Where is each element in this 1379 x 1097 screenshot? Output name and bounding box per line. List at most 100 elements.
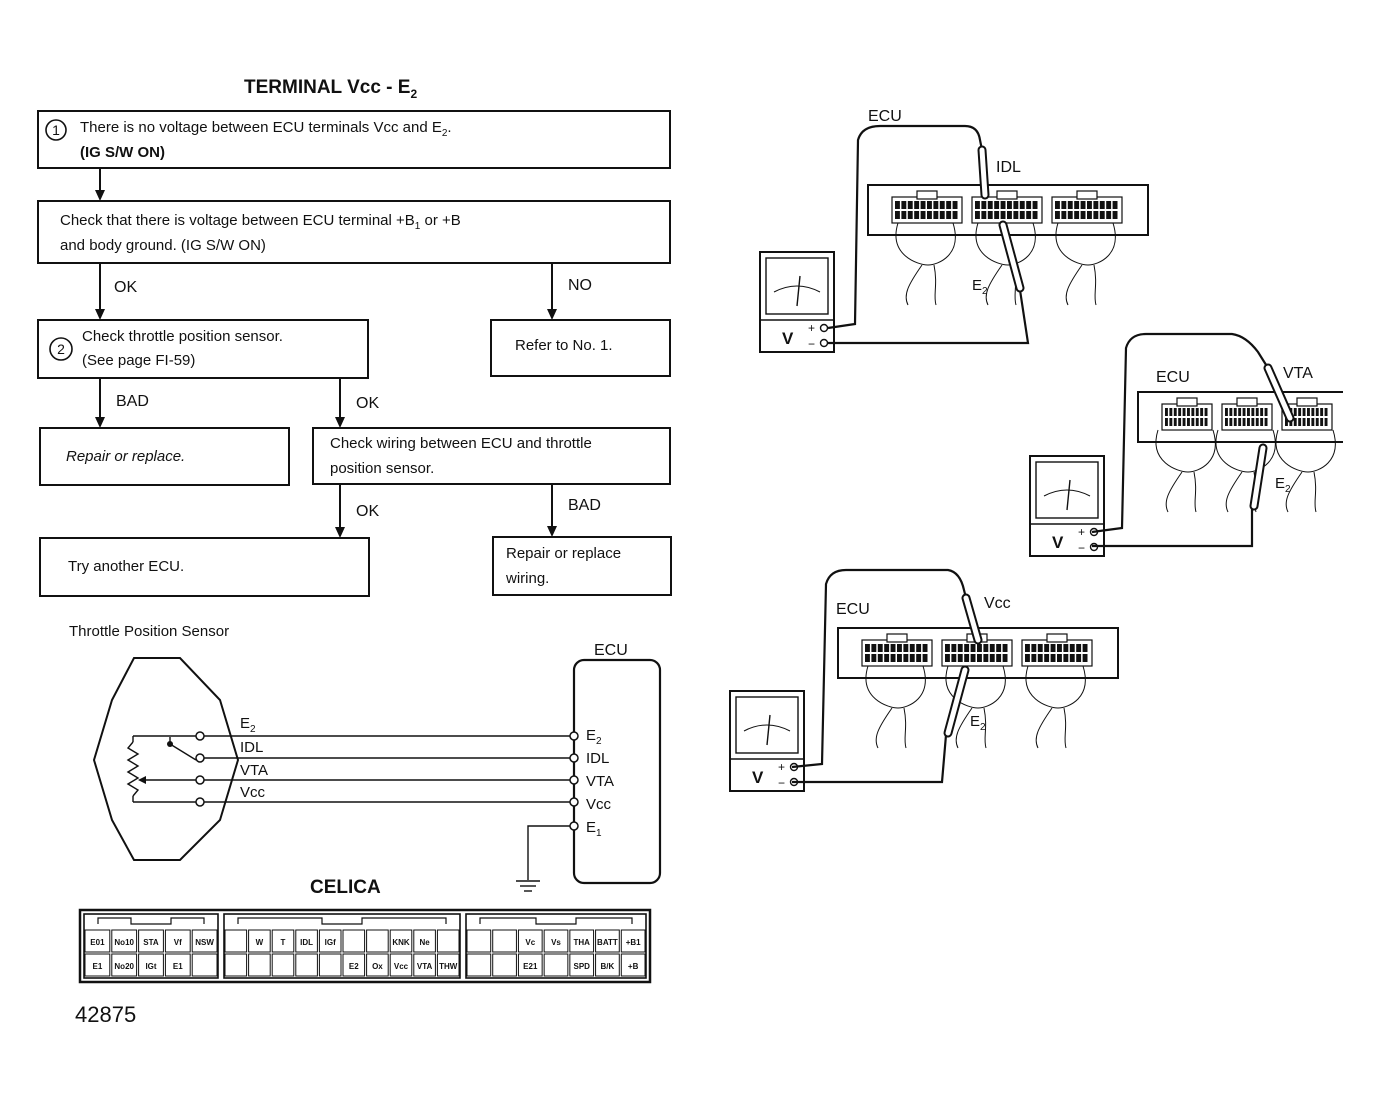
test-probe [1263, 363, 1295, 423]
bad-label-2: BAD [568, 497, 601, 514]
check-wiring-text: Check wiring between ECU and throttle [330, 435, 592, 452]
ecu-connector-illustration [837, 627, 1119, 749]
pin-label: E1 [173, 962, 183, 971]
pin-label: Vc [525, 938, 535, 947]
ok-label-2: OK [356, 395, 379, 412]
arrow-down [95, 190, 105, 201]
pin-label: IGf [325, 938, 336, 947]
probe-label-idl: IDL [996, 159, 1021, 176]
pin-label: E1 [93, 962, 103, 971]
step1-number: 1 [52, 122, 60, 138]
wire-label-vta: VTA [240, 762, 268, 779]
meter-plus: + [778, 760, 785, 774]
pin-label: No10 [114, 938, 134, 947]
meter-minus: − [808, 337, 815, 351]
step2-number: 2 [57, 341, 65, 357]
pin-label: IGt [145, 962, 156, 971]
repair-text: Repair or replace. [66, 448, 185, 465]
meter-plus: + [808, 321, 815, 335]
repair-wiring-box [492, 536, 672, 596]
ecu-label-1: ECU [868, 108, 902, 125]
pin-label: No20 [114, 962, 134, 971]
step1-text: There is no voltage between ECU terminal… [80, 119, 452, 139]
probe-label-vta: VTA [1283, 365, 1313, 382]
pin-label: E21 [523, 962, 538, 971]
throttle-sensor-schematic: Throttle Position Sensor E2 IDL VTA Vcc … [69, 623, 662, 892]
ecu-connector-illustration [1137, 391, 1359, 513]
step1-number-circle [45, 119, 67, 141]
test-probe [1249, 443, 1268, 511]
pin-label: B/K [601, 962, 615, 971]
no-label: NO [568, 277, 592, 294]
test-probe [977, 145, 990, 200]
voltmeter-icon: V + − [729, 690, 805, 792]
test-lead [1091, 332, 1269, 534]
repair-box [39, 427, 290, 486]
ecu-terminal-vta: VTA [586, 773, 614, 790]
try-ecu-box [39, 537, 370, 597]
step1-box [37, 110, 671, 169]
check-voltage-box [37, 200, 671, 264]
step1-condition: (IG S/W ON) [80, 144, 165, 161]
ok-label-3: OK [356, 503, 379, 520]
ecu-terminal-idl: IDL [586, 750, 609, 767]
meter-minus: − [1078, 541, 1085, 555]
test-lead [1092, 508, 1254, 548]
bad-label: BAD [116, 393, 149, 410]
pin-label: IDL [300, 938, 313, 947]
ecu-connector-illustration [867, 184, 1149, 306]
test-lead [827, 124, 984, 330]
check-wiring-box [312, 427, 671, 485]
test-lead [828, 289, 1030, 345]
pin-label: STA [143, 938, 159, 947]
figure-number: 42875 [75, 1002, 136, 1027]
wire-label-idl: IDL [240, 739, 263, 756]
connector-title: CELICA [310, 877, 381, 898]
pin-label: W [256, 938, 264, 947]
ecu-terminal-vcc: Vcc [586, 796, 612, 813]
step2-number-circle [49, 337, 73, 361]
ecu-box [572, 658, 662, 885]
probe-label-vcc: Vcc [984, 595, 1011, 612]
try-ecu-text: Try another ECU. [68, 558, 184, 575]
step2-page-ref: (See page FI-59) [82, 352, 195, 369]
resistor-symbol [126, 741, 140, 797]
check-voltage-text: Check that there is voltage between ECU … [60, 212, 461, 232]
test-probe [943, 665, 970, 738]
pin-label: SPD [573, 962, 590, 971]
pin-label: T [281, 938, 286, 947]
check-voltage-condition: and body ground. (IG S/W ON) [60, 237, 266, 254]
probe-label-e2-2: E2 [1275, 475, 1291, 495]
test-probe [998, 220, 1025, 293]
meter-v-label: V [1052, 533, 1064, 552]
sensor-body [92, 657, 240, 861]
pin-label: Ox [372, 962, 383, 971]
pin-label: +B [628, 962, 639, 971]
pin-label: VTA [417, 962, 433, 971]
ecu-label: ECU [594, 642, 628, 659]
ecu-terminal-e1: E1 [586, 819, 602, 839]
ok-label: OK [114, 279, 137, 296]
test-lead [792, 734, 948, 784]
voltmeter-icon: V + − [1029, 455, 1105, 557]
meter-v-label: V [752, 768, 764, 787]
ecu-label-2: ECU [1156, 369, 1190, 386]
pin-label: E01 [90, 938, 105, 947]
pin-label: Vcc [394, 962, 409, 971]
meter-minus: − [778, 776, 785, 790]
probe-label-e2-3: E2 [970, 713, 986, 733]
check-wiring-text-2: position sensor. [330, 460, 434, 477]
repair-wiring-text-2: wiring. [505, 570, 549, 587]
wire-label-e2: E2 [240, 715, 256, 735]
refer-text: Refer to No. 1. [515, 337, 613, 354]
ground-icon [516, 880, 540, 892]
pin-label: BATT [597, 938, 618, 947]
refer-box [490, 319, 671, 377]
meter-plus: + [1078, 525, 1085, 539]
pin-label: THA [573, 938, 590, 947]
